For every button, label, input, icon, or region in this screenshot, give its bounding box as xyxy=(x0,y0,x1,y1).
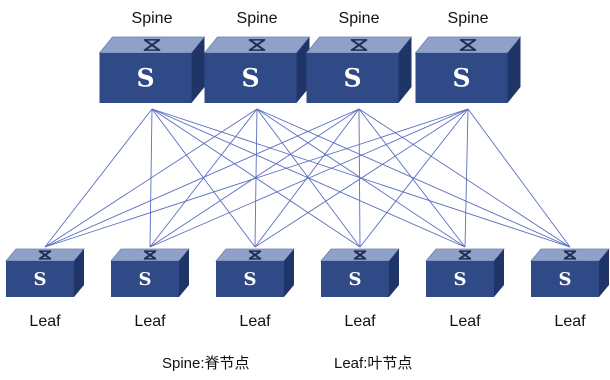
spine-leaf-link xyxy=(149,108,360,248)
spine-switch-icon: S xyxy=(305,36,413,103)
spine-leaf-link xyxy=(149,108,469,248)
nodes-layer: S S S S S S S S S S xyxy=(5,36,610,297)
switch-arrows-icon xyxy=(353,250,367,260)
spine-leaf-link xyxy=(359,108,469,248)
spine-leaf-link xyxy=(44,108,153,248)
leaf-label: Leaf xyxy=(344,313,376,330)
switch-arrows-icon xyxy=(458,250,472,260)
spine-leaf-link xyxy=(464,108,469,248)
legend-spine: Spine:脊节点 xyxy=(162,355,250,372)
switch-arrows-icon xyxy=(459,39,477,51)
leaf-switch-icon: S xyxy=(110,248,190,297)
switch-letter: S xyxy=(454,269,467,290)
spine-leaf-link xyxy=(44,108,469,248)
spine-switch-icon: S xyxy=(98,36,206,103)
spine-label: Spine xyxy=(131,10,173,27)
spine-leaf-link xyxy=(254,108,469,248)
links-layer xyxy=(44,108,571,248)
spine-leaf-link xyxy=(254,108,360,248)
leaf-switch-icon: S xyxy=(530,248,610,297)
spine-switch-icon: S xyxy=(203,36,311,103)
leaf-switch-icon: S xyxy=(320,248,400,297)
switch-letter: S xyxy=(343,64,361,93)
switch-letter: S xyxy=(452,64,470,93)
spine-leaf-link xyxy=(358,108,466,248)
switch-letter: S xyxy=(244,269,257,290)
switch-arrows-icon xyxy=(143,39,161,51)
switch-arrows-icon xyxy=(143,250,157,260)
switch-arrows-icon xyxy=(38,250,52,260)
spine-label: Spine xyxy=(338,10,380,27)
leaf-switch-icon: S xyxy=(5,248,85,297)
switch-arrows-icon xyxy=(563,250,577,260)
spine-leaf-link xyxy=(44,108,258,248)
spine-leaf-link xyxy=(358,108,571,248)
spine-leaf-link xyxy=(44,108,360,248)
leaf-switch-icon: S xyxy=(215,248,295,297)
spine-leaf-link xyxy=(358,108,361,248)
switch-arrows-icon xyxy=(248,250,262,260)
switch-letter: S xyxy=(349,269,362,290)
switch-arrows-icon xyxy=(248,39,266,51)
legend-leaf: Leaf:叶节点 xyxy=(334,355,413,372)
leaf-switch-icon: S xyxy=(425,248,505,297)
switch-letter: S xyxy=(559,269,572,290)
leaf-label: Leaf xyxy=(554,313,586,330)
spine-label: Spine xyxy=(447,10,489,27)
switch-letter: S xyxy=(136,64,154,93)
leaf-label: Leaf xyxy=(449,313,481,330)
spine-leaf-link xyxy=(467,108,571,248)
spine-leaf-link xyxy=(149,108,258,248)
leaf-label: Leaf xyxy=(134,313,166,330)
switch-letter: S xyxy=(139,269,152,290)
leaf-label: Leaf xyxy=(29,313,61,330)
switch-arrows-icon xyxy=(350,39,368,51)
spine-label: Spine xyxy=(236,10,278,27)
spine-switch-icon: S xyxy=(414,36,522,103)
switch-letter: S xyxy=(34,269,47,290)
leaf-label: Leaf xyxy=(239,313,271,330)
switch-letter: S xyxy=(241,64,259,93)
